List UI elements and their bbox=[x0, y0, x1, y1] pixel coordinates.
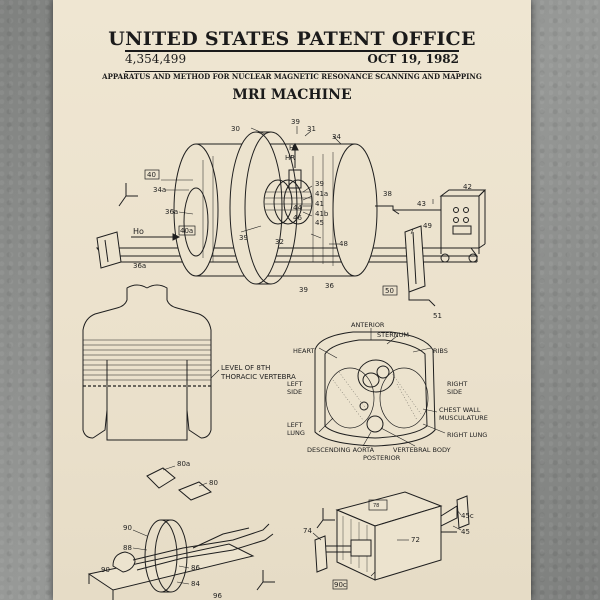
label-90c: 90c bbox=[334, 581, 347, 589]
label-44: 44 bbox=[293, 204, 302, 212]
patent-date: OCT 19, 1982 bbox=[367, 52, 459, 66]
label-level-2: THORACIC VERTEBRA bbox=[220, 373, 296, 381]
label-chest-wall: CHEST WALL bbox=[439, 406, 481, 414]
label-46: 46 bbox=[293, 214, 302, 222]
label-36a: 36a bbox=[165, 208, 178, 216]
label-right-lung: RIGHT LUNG bbox=[447, 431, 487, 439]
label-left-lung: LEFT bbox=[287, 421, 302, 429]
label-72: 72 bbox=[411, 536, 420, 544]
label-80a: 80a bbox=[177, 460, 190, 468]
label-51: 51 bbox=[433, 312, 442, 320]
label-80: 80 bbox=[209, 479, 218, 487]
title-rule bbox=[125, 50, 459, 52]
figure-1-scanner bbox=[96, 126, 487, 307]
label-36: 36 bbox=[325, 282, 334, 290]
label-vertebral-body: VERTEBRAL BODY bbox=[393, 446, 451, 454]
label-49: 49 bbox=[423, 222, 432, 230]
label-left-side-2: SIDE bbox=[287, 388, 302, 396]
label-45c: 45c bbox=[461, 512, 474, 520]
label-90: 90 bbox=[123, 524, 132, 532]
label-32: 32 bbox=[275, 238, 284, 246]
label-31: 31 bbox=[307, 125, 316, 133]
label-50: 50 bbox=[385, 287, 394, 295]
label-39-c: 39 bbox=[315, 180, 324, 188]
label-34a: 34a bbox=[153, 186, 166, 194]
figure-5-box-device bbox=[312, 491, 470, 581]
label-left-lung-2: LUNG bbox=[287, 429, 305, 437]
label-ribs: RIBS bbox=[433, 347, 448, 355]
figure-1-labels: 30 39 31 34 40 34a 36a 40a 39 32 44 46 4… bbox=[133, 118, 472, 320]
invention-name: MRI MACHINE bbox=[232, 87, 352, 103]
figure-4-labels: 80a 80 90 88 86 90 84 96 bbox=[101, 460, 222, 600]
label-39-d: 39 bbox=[299, 286, 308, 294]
label-45: 45 bbox=[461, 528, 470, 536]
figure-3-cross-section bbox=[314, 328, 446, 447]
patent-number: 4,354,499 bbox=[125, 52, 187, 66]
date-rule bbox=[125, 71, 459, 72]
label-74: 74 bbox=[303, 527, 312, 535]
figure-2-labels: LEVEL OF 8TH THORACIC VERTEBRA bbox=[220, 364, 296, 381]
label-41: 41 bbox=[315, 200, 324, 208]
label-41b: 41b bbox=[315, 210, 329, 218]
label-96: 96 bbox=[213, 592, 222, 600]
label-40: 40 bbox=[147, 171, 156, 179]
label-posterior: POSTERIOR bbox=[363, 454, 401, 462]
label-34: 34 bbox=[332, 133, 341, 141]
label-heart: HEART bbox=[293, 347, 314, 355]
figure-3-labels: ANTERIOR STERNUM RIBS HEART LEFT SIDE RI… bbox=[287, 321, 488, 462]
label-39-b: 39 bbox=[239, 234, 248, 242]
label-chest-wall-2: MUSCULATURE bbox=[439, 414, 488, 422]
label-h: H bbox=[289, 144, 294, 152]
patent-subtitle: APPARATUS AND METHOD FOR NUCLEAR MAGNETI… bbox=[102, 72, 482, 81]
label-43: 43 bbox=[417, 200, 426, 208]
label-39: 39 bbox=[291, 118, 300, 126]
label-84: 84 bbox=[191, 580, 200, 588]
label-41a: 41a bbox=[315, 190, 328, 198]
label-48: 48 bbox=[339, 240, 348, 248]
label-38: 38 bbox=[383, 190, 392, 198]
label-level: LEVEL OF 8TH bbox=[221, 364, 270, 372]
figure-4-patient bbox=[87, 465, 275, 600]
label-40a: 40a bbox=[180, 227, 193, 235]
label-42: 42 bbox=[463, 183, 472, 191]
figure-2-torso bbox=[82, 284, 220, 441]
label-right-side: RIGHT bbox=[447, 380, 467, 388]
figure-5-labels: 78 45c 74 72 90c 45 bbox=[303, 503, 474, 590]
label-anterior: ANTERIOR bbox=[351, 321, 385, 329]
label-86: 86 bbox=[191, 564, 200, 572]
label-45: 45 bbox=[315, 219, 324, 227]
label-36a-b: 36a bbox=[133, 262, 146, 270]
label-sternum: STERNUM bbox=[377, 331, 409, 339]
label-ho: Ho bbox=[133, 227, 144, 236]
label-90-b: 90 bbox=[101, 566, 110, 574]
label-88: 88 bbox=[123, 544, 132, 552]
label-right-side-2: SIDE bbox=[447, 388, 462, 396]
poster-title: UNITED STATES PATENT OFFICE bbox=[108, 28, 476, 50]
label-descending-aorta: DESCENDING AORTA bbox=[307, 446, 375, 454]
label-30: 30 bbox=[231, 125, 240, 133]
label-left-side: LEFT bbox=[287, 380, 302, 388]
label-hr: HR bbox=[285, 154, 295, 162]
patent-poster: UNITED STATES PATENT OFFICE 4,354,499 OC… bbox=[53, 0, 531, 600]
patent-drawings: 30 39 31 34 40 34a 36a 40a 39 32 44 46 4… bbox=[82, 118, 488, 600]
label-78: 78 bbox=[373, 503, 379, 509]
